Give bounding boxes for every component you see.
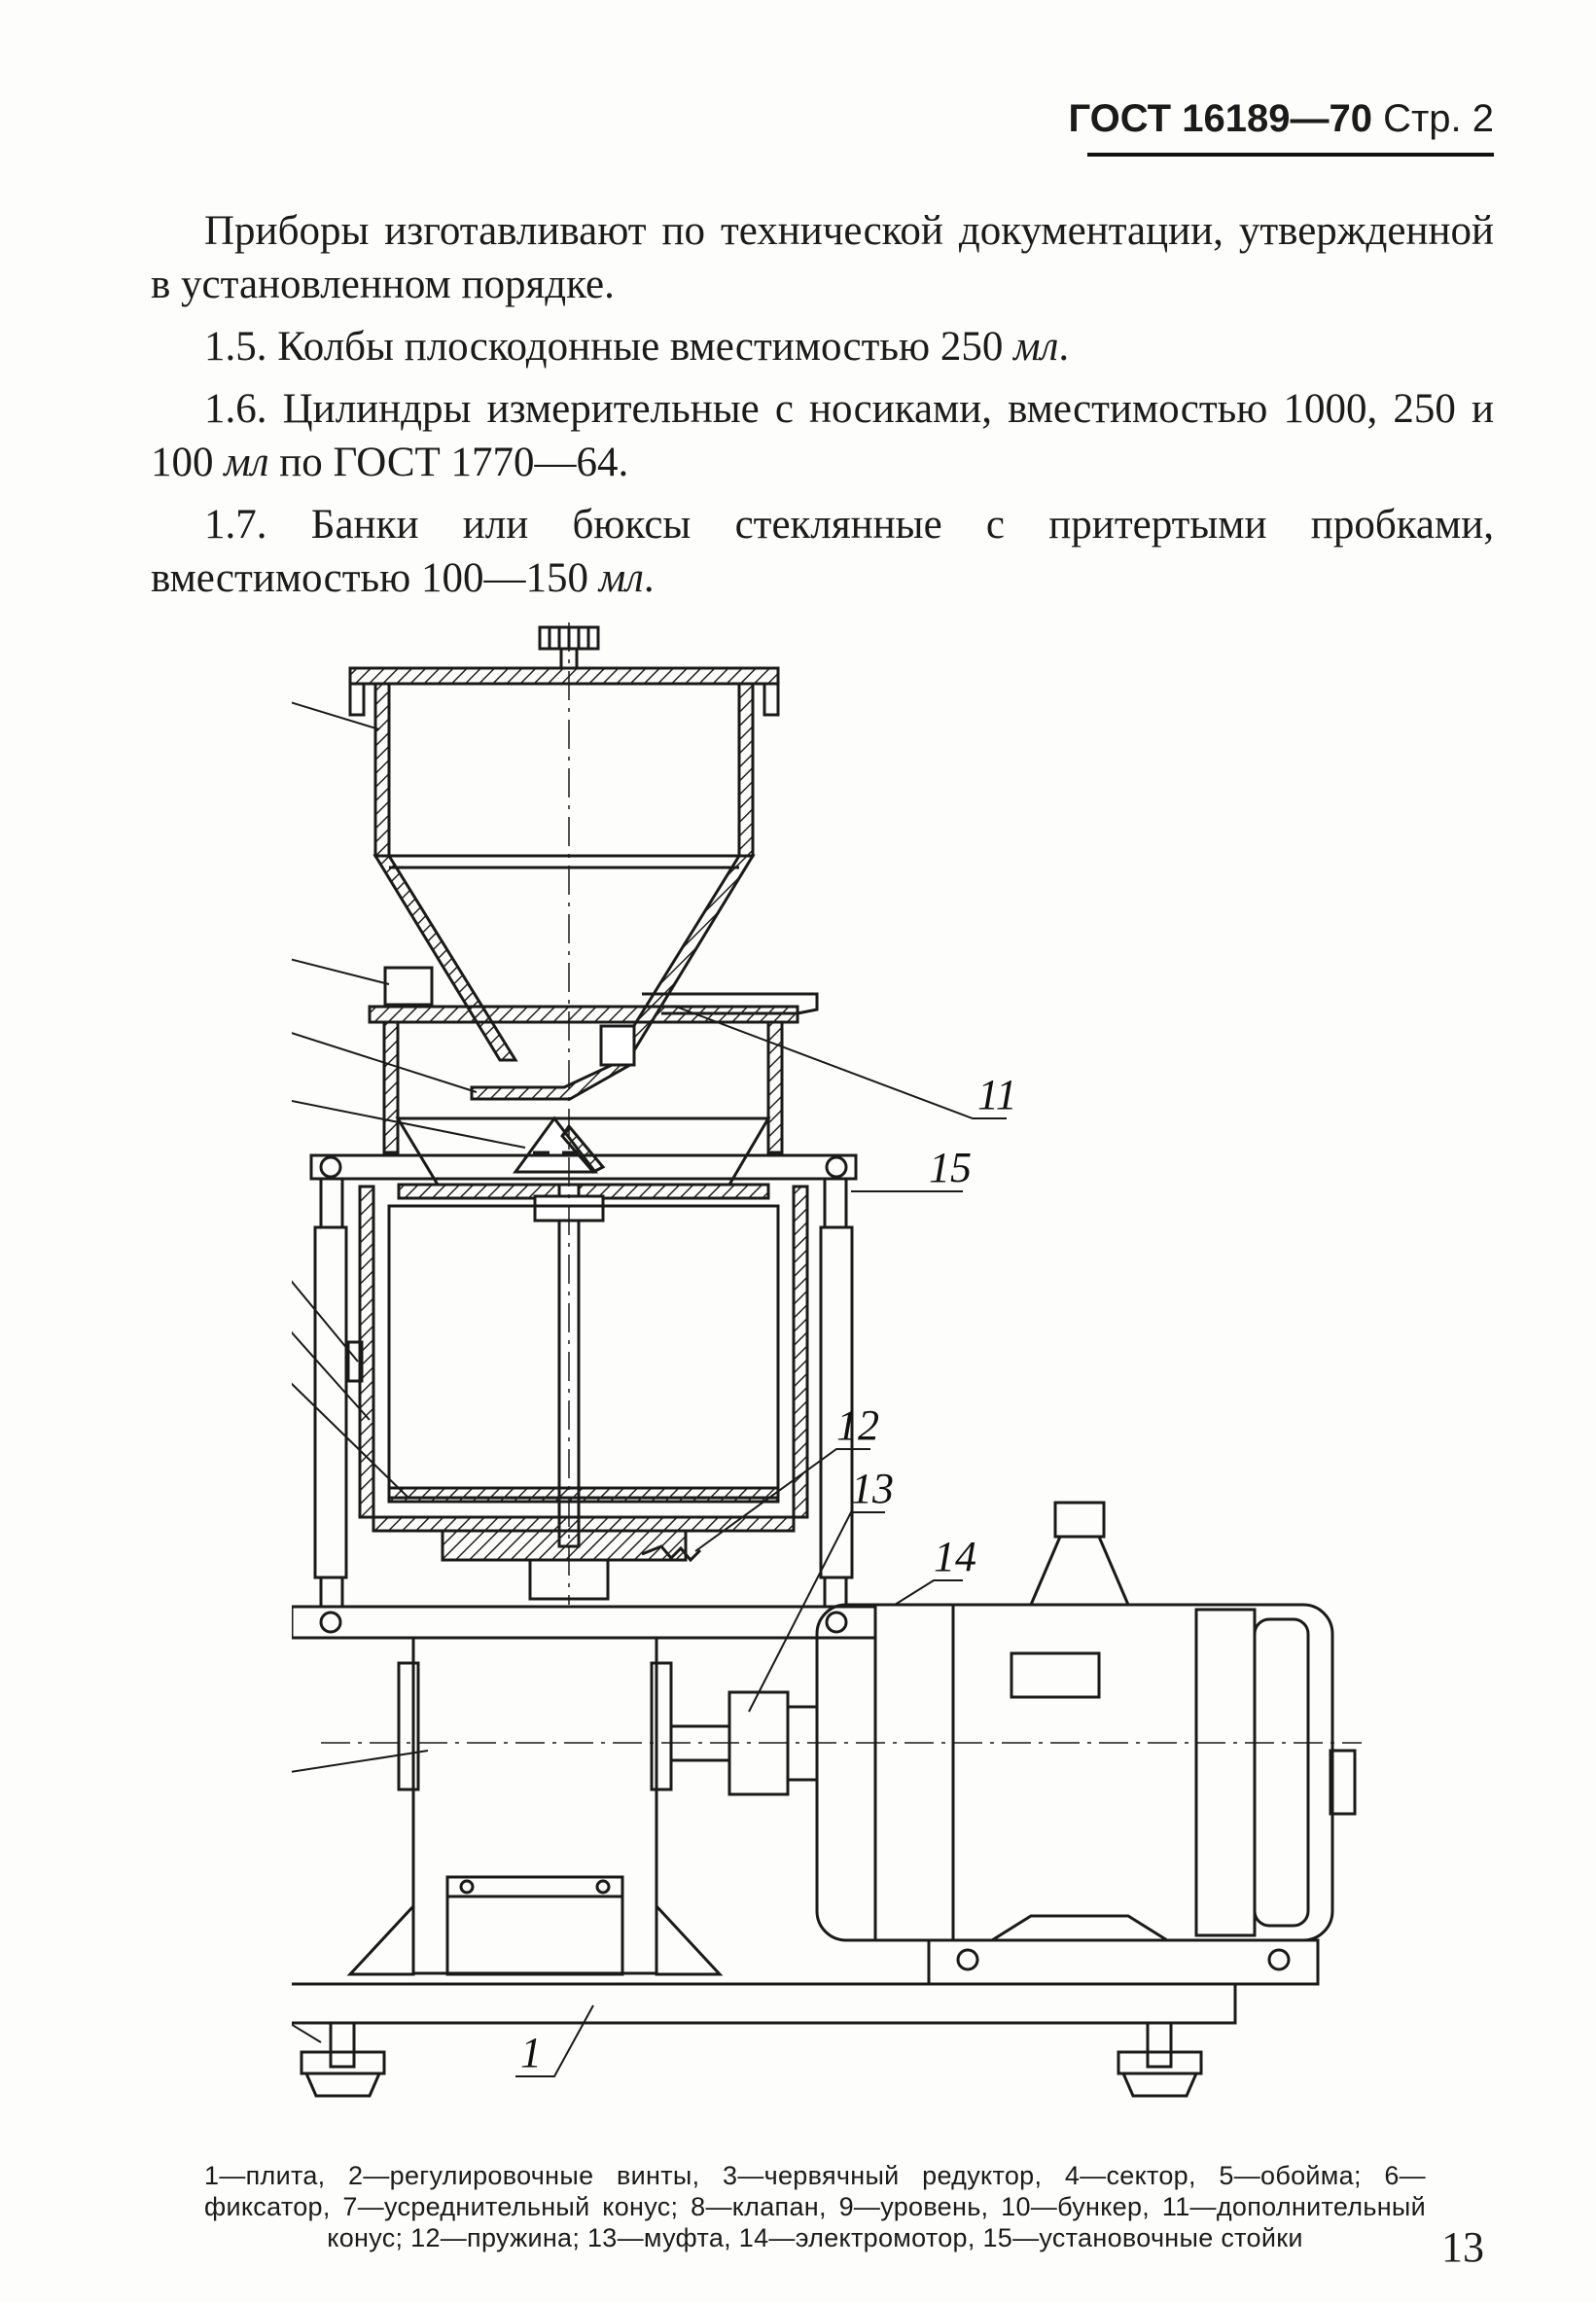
flange-plate xyxy=(309,1153,858,1181)
paragraph-1-5: 1.5. Колбы плоскодонные вместимостью 250… xyxy=(204,324,1070,370)
worm-gearbox xyxy=(346,1636,724,1976)
sector xyxy=(387,1486,780,1504)
header-rule xyxy=(1087,153,1494,157)
paragraph-1-7: 1.7. Банки или бюксы стеклянные с притер… xyxy=(151,502,1494,601)
fixer xyxy=(346,1340,364,1383)
standard-code: ГОСТ 16189—70 xyxy=(1068,97,1372,140)
figure-caption: 1—плита, 2—регулировочные винты, 3—червя… xyxy=(204,2161,1426,2252)
level-indicator xyxy=(383,966,434,1007)
valve-nut xyxy=(599,1024,636,1067)
page-header: ГОСТ 16189—70 Стр. 2 xyxy=(1069,97,1494,141)
paragraph-intro: Приборы изготавливают по технической док… xyxy=(151,208,1494,307)
callout-11: 11 xyxy=(977,1071,1017,1118)
apparatus-drawing: 10 9 8 7 6 5 4 11 15 12 13 14 3 2 1 xyxy=(160,622,1439,2159)
body-text: Приборы изготавливают по технической док… xyxy=(151,204,1494,614)
mounting-post-left xyxy=(313,1177,348,1609)
callout-12: 12 xyxy=(836,1401,879,1449)
callout-14: 14 xyxy=(934,1533,976,1580)
extra-cone xyxy=(560,1123,606,1174)
adjusting-screw-right xyxy=(1117,2021,1203,2098)
gear-plate xyxy=(290,1605,877,1640)
paragraph-1-6: 1.6. Цилиндры измерительные с носиками, … xyxy=(151,386,1494,485)
adjusting-screw-left xyxy=(300,2021,386,2098)
apparatus-drawing-svg: 10 9 8 7 6 5 4 11 15 12 13 14 3 2 1 xyxy=(160,622,1362,2098)
callout-1: 1 xyxy=(520,2029,542,2076)
motor-base xyxy=(927,1938,1320,1986)
hopper xyxy=(348,666,780,1062)
callout-15: 15 xyxy=(929,1144,972,1191)
coupling xyxy=(669,1690,819,1796)
mounting-post-right xyxy=(819,1177,854,1609)
electric-motor xyxy=(815,1501,1357,1942)
cage-wall-right xyxy=(792,1185,809,1519)
page-number: 13 xyxy=(1441,2223,1484,2271)
upper-plate xyxy=(368,1005,799,1024)
base-plate xyxy=(280,1982,1237,2025)
callout-13: 13 xyxy=(851,1465,894,1512)
page-label: Стр. 2 xyxy=(1383,97,1494,140)
